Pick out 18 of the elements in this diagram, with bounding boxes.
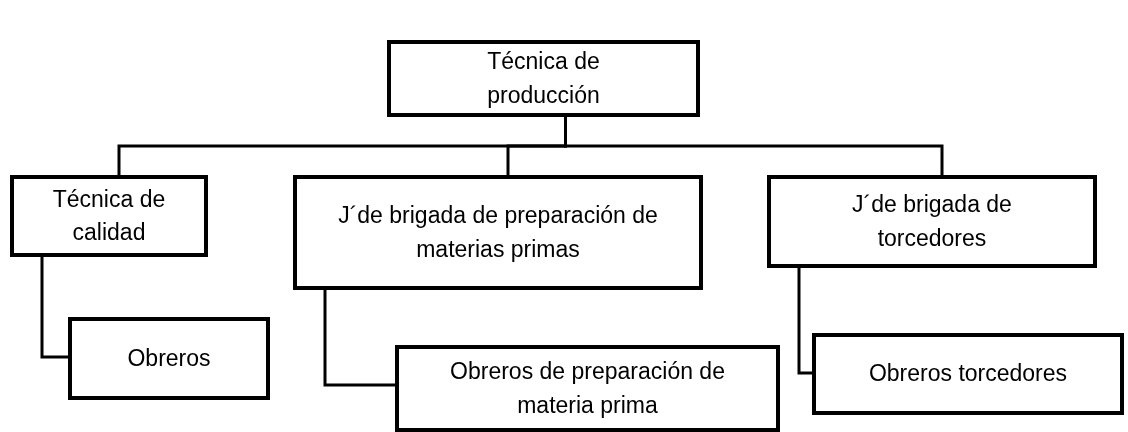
org-box [387,40,700,117]
connector-line [797,268,812,375]
connector-line [40,257,68,359]
box-label: Obreros [127,343,211,373]
org-box [767,175,1097,268]
org-box [10,175,208,257]
connector-line [323,290,395,387]
org-box [68,317,270,400]
box-label: Obreros torcedores [868,359,1068,389]
org-box [395,345,780,432]
box-label: Obreros de preparación de materia prima [449,357,726,420]
org-box [293,175,703,290]
box-label: Técnica de producción [486,47,601,110]
connector-line [564,117,944,175]
org-box [812,333,1124,415]
box-label: Técnica de calidad [51,184,167,247]
box-label: J´de brigada de preparación de materias primas [337,201,659,264]
box-label: J´de brigada de torcedores [851,190,1013,253]
